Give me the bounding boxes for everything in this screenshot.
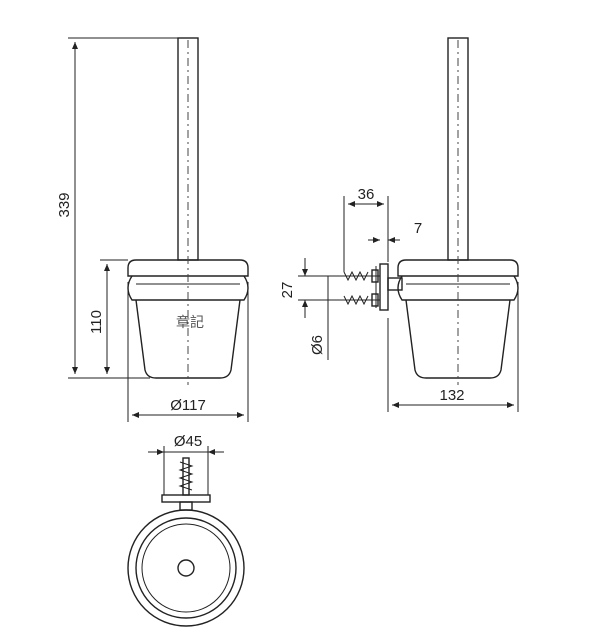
screw-top-view — [178, 457, 194, 496]
top-view: Ø45 — [127, 433, 245, 627]
handle-circle — [177, 559, 195, 577]
bowl-inner-circle — [141, 523, 231, 613]
wall-plate — [379, 263, 389, 311]
dim-label-screw-diameter: Ø6 — [309, 335, 326, 355]
dim-label-total-height: 339 — [56, 192, 73, 217]
screw-bottom — [338, 293, 380, 307]
front-view: 339 110 Ø117 章記 — [56, 37, 249, 422]
watermark-stamp: 章記 — [176, 314, 204, 330]
holder-lid-side — [397, 259, 519, 277]
dim-label-screw-spacing: 27 — [279, 282, 296, 299]
mounting-arm-top — [179, 501, 193, 511]
bowl-outer-circle — [127, 509, 245, 627]
dim-label-holder-height: 110 — [88, 310, 105, 334]
bowl-ring-circle — [135, 517, 237, 619]
side-view: 36 7 27 Ø6 132 — [279, 37, 519, 412]
dim-label-plate-diameter: Ø45 — [174, 433, 202, 450]
dim-label-plate-offset: 7 — [414, 220, 422, 237]
holder-lid-front — [127, 259, 249, 277]
screw-top — [338, 269, 380, 283]
wall-plate-top — [161, 494, 211, 503]
dim-label-depth: 132 — [439, 387, 464, 404]
dim-label-bowl-diameter: Ø117 — [170, 397, 206, 414]
mounting-arm — [387, 277, 403, 291]
dim-label-screw-length: 36 — [358, 186, 375, 203]
